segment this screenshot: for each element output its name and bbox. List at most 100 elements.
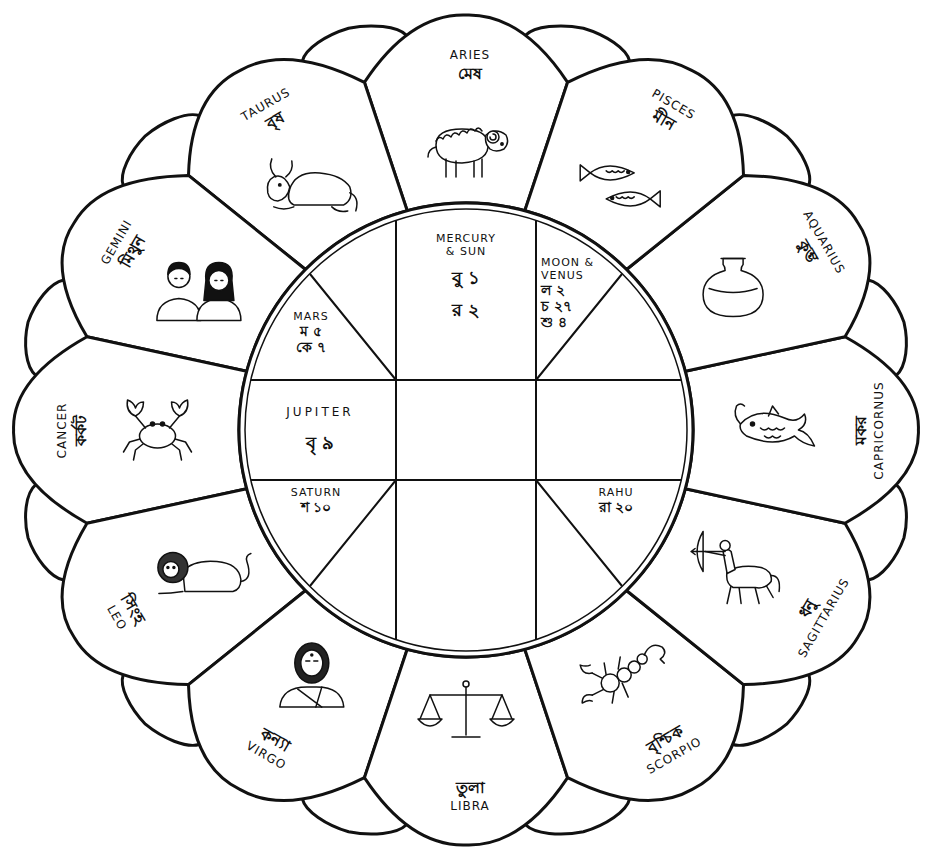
sign-illustration (157, 263, 241, 321)
figure-stroke (463, 681, 469, 687)
figure-stroke (204, 263, 234, 301)
house-cell: SATURNশ ১০ (290, 486, 342, 515)
sign-name: ARIES (450, 47, 490, 63)
figure-stroke (644, 645, 665, 663)
figure-stroke (490, 719, 514, 726)
figure-stroke (490, 134, 496, 140)
sign-illustration (580, 165, 660, 207)
figure-stroke (241, 554, 251, 582)
figure-stroke (769, 406, 779, 416)
figure-stroke (709, 259, 757, 293)
sign-name: LIBRA (450, 798, 490, 814)
figure-stroke (418, 719, 442, 726)
figure-stroke (280, 687, 344, 707)
figure-stroke (161, 422, 165, 426)
planet-position: বৃ ৯ (306, 431, 334, 455)
figure-stroke (637, 654, 647, 664)
sign-illustration (735, 404, 814, 446)
chart-circle (239, 203, 693, 657)
figure-stroke (158, 553, 188, 583)
figure-stroke (167, 567, 169, 569)
planet-position: বু ১ (452, 266, 480, 290)
figure-stroke (306, 660, 318, 662)
figure-stroke (723, 550, 735, 574)
sign-illustration (691, 532, 779, 604)
house-cell: MOON & VENUSল ২চ ২৭শু ৪ (541, 256, 602, 330)
planet-name: MOON & VENUS (541, 256, 601, 282)
house-cell: RAHUরা ২০ (598, 486, 635, 515)
figure-stroke (446, 159, 482, 177)
planet-position: কে ৭ (296, 339, 326, 355)
planet-position: রা ২০ (599, 499, 634, 515)
figure-stroke (487, 131, 499, 143)
figure-stroke (298, 687, 322, 707)
figure-stroke (611, 196, 614, 199)
figure-stroke (501, 143, 503, 145)
figure-stroke (279, 184, 281, 186)
figure-stroke (127, 400, 143, 416)
lotus-frame (14, 15, 919, 845)
figure-stroke (436, 129, 488, 163)
planet-name: SATURN (291, 486, 342, 499)
figure-stroke (175, 278, 183, 280)
figure-stroke (172, 400, 188, 416)
sign-illustration (418, 681, 514, 737)
figure-stroke (428, 147, 436, 157)
planet-position: চ ২৭ (541, 298, 572, 314)
figure-stroke (601, 674, 619, 692)
planet-position: ম ৫ (300, 323, 322, 339)
figure-stroke (311, 654, 313, 656)
figure-stroke (163, 562, 179, 578)
planet-position: ল ২ (541, 282, 565, 298)
sign-illustration (158, 553, 251, 594)
zodiac-petal: CAPRICORNUSমকর (847, 372, 888, 488)
sign-name-bengali: মেষ (458, 63, 482, 84)
house-cell: MERCURY & SUN বু ১ র ২ (432, 232, 501, 322)
figure-stroke (771, 576, 779, 592)
sign-name-bengali: মকর (849, 416, 870, 445)
zodiac-petal: ARIESমেষ (441, 45, 499, 86)
figure-stroke (270, 159, 292, 177)
zodiac-petal: CANCERকর্কট (52, 394, 93, 467)
figure-stroke (627, 170, 630, 173)
zodiac-petal: LIBRAতুলা (442, 775, 499, 816)
figure-stroke (590, 166, 634, 180)
sign-illustration (267, 159, 357, 212)
figure-stroke (267, 176, 289, 201)
sign-illustration (428, 128, 508, 177)
planet-name: RAHU (598, 486, 633, 499)
house-cell: MARSম ৫কে ৭ (293, 310, 330, 355)
house-grid (251, 220, 682, 639)
figure-stroke (159, 592, 183, 594)
planet-position: শ ১০ (301, 499, 332, 515)
figure-stroke (168, 263, 190, 275)
figure-stroke (183, 561, 241, 591)
house-cell: JUPITERবৃ ৯ (286, 406, 355, 455)
figure-stroke (197, 299, 241, 321)
figure-stroke (691, 549, 725, 555)
planet-name: MERCURY & SUN (432, 232, 500, 258)
figure-stroke (580, 165, 590, 181)
sign-name-bengali: কর্কট (70, 415, 91, 446)
figure-stroke (650, 191, 660, 207)
sign-name-bengali: তুলা (456, 777, 485, 798)
chart-circle-inner (245, 209, 687, 651)
figure-stroke (157, 299, 201, 321)
figure-stroke (720, 541, 730, 551)
sign-name: CANCER (54, 402, 70, 458)
figure-stroke (288, 173, 350, 205)
sign-illustration (703, 259, 763, 317)
figure-stroke (173, 567, 175, 569)
figure-stroke (151, 422, 155, 426)
planet-position: শু ৪ (541, 314, 567, 330)
sign-illustration (280, 643, 344, 707)
figure-stroke (580, 665, 592, 703)
figure-stroke (606, 192, 650, 206)
figure-stroke (751, 422, 755, 426)
figure-stroke (209, 271, 229, 291)
figure-stroke (735, 404, 744, 424)
planet-position: র ২ (452, 298, 480, 322)
sign-name: CAPRICORNUS (870, 381, 886, 479)
figure-stroke (350, 193, 357, 211)
